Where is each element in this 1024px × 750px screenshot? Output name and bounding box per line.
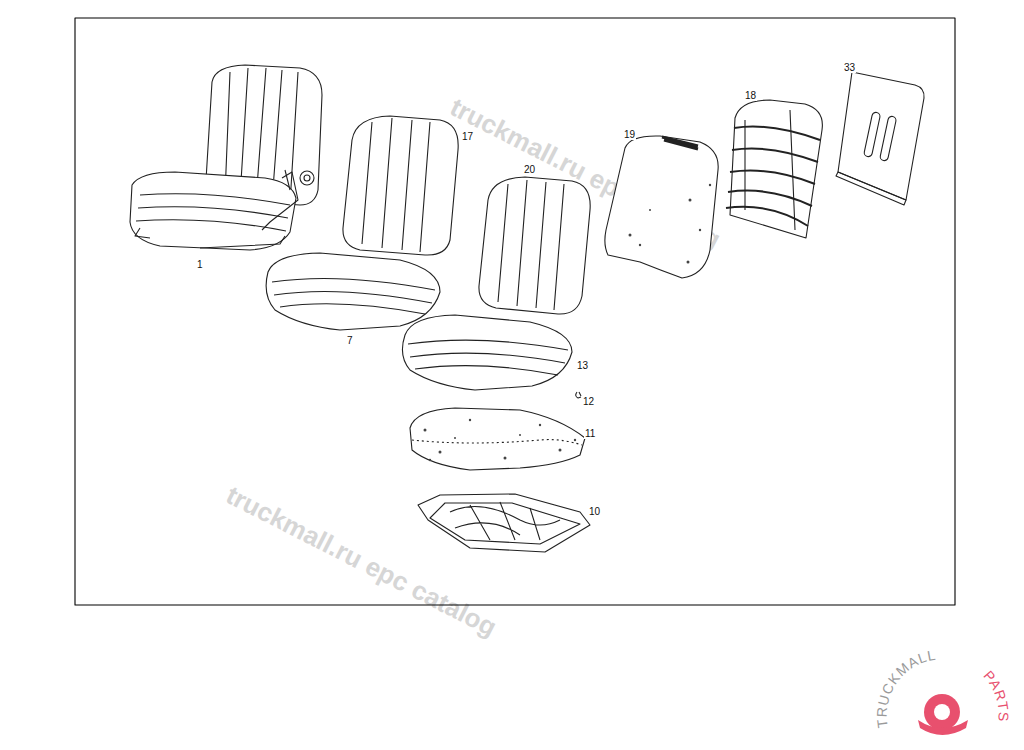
callout-number: 20 — [523, 164, 536, 175]
seat-frame — [418, 494, 590, 552]
backrest-cover — [479, 177, 590, 314]
foam-pad — [410, 408, 585, 470]
backrest-cover — [343, 116, 458, 255]
cushion-cover — [266, 253, 440, 330]
spring-frame — [730, 100, 822, 238]
back-panel — [838, 72, 924, 200]
cushion-cover — [402, 315, 572, 390]
callout-number: 33 — [843, 62, 856, 73]
callout-number: 13 — [576, 360, 589, 371]
logo-text: TRUCKMALL — [874, 647, 938, 729]
callout-number: 12 — [582, 396, 595, 407]
callout-number: 18 — [744, 90, 757, 101]
callout-number: 17 — [461, 131, 474, 142]
callout-number: 7 — [346, 335, 354, 346]
logo-text: PARTS — [980, 667, 1011, 722]
complete-seat — [130, 65, 322, 250]
callout-number: 19 — [623, 129, 636, 140]
callout-number: 10 — [588, 506, 601, 517]
frame-border — [75, 18, 955, 605]
clip — [576, 392, 581, 398]
callout-number: 11 — [584, 428, 596, 439]
callout-number: 1 — [196, 259, 204, 270]
backrest-foam — [605, 136, 718, 278]
logo-gear — [918, 694, 968, 735]
